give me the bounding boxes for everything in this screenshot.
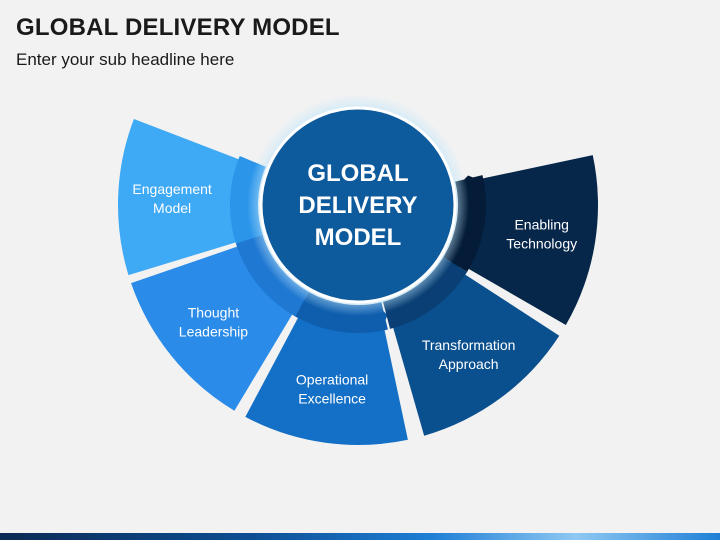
segment-outer-band <box>392 273 560 436</box>
segment-inner-band <box>235 235 309 317</box>
slide-title: GLOBAL DELIVERY MODEL <box>16 14 340 41</box>
segment-label-line: Engagement <box>132 181 212 197</box>
segment-label-line: Transformation <box>422 337 516 353</box>
center-circle <box>259 106 457 304</box>
segment-outer-band <box>245 316 408 445</box>
segment-label-line: Excellence <box>298 391 366 407</box>
slide-subtitle: Enter your sub headline here <box>16 50 235 69</box>
segment-outer-band <box>467 155 598 325</box>
segment-label-line: Enabling <box>514 217 569 233</box>
segment-label-line: Model <box>153 200 191 216</box>
center-label-line: MODEL <box>315 224 402 251</box>
center-label: GLOBAL DELIVERY MODEL <box>298 160 417 251</box>
center-label-line: DELIVERY <box>298 192 417 219</box>
segment-label-line: Technology <box>506 236 577 252</box>
segment-label-line: Leadership <box>179 324 248 340</box>
segment-outer-band <box>117 118 241 276</box>
segment-label-line: Approach <box>439 356 499 372</box>
segment-outer-band <box>131 246 294 411</box>
footer-accent-bar <box>0 533 720 540</box>
segment-label-line: Operational <box>296 372 368 388</box>
center-label-line: GLOBAL <box>307 160 408 187</box>
segment-label-line: Thought <box>188 305 239 321</box>
